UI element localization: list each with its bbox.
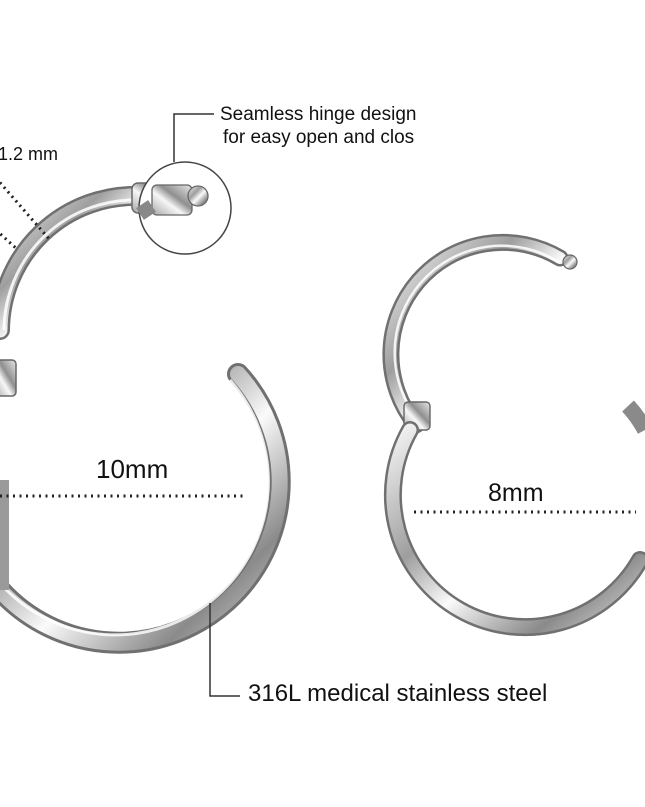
large-ring	[0, 182, 291, 654]
large-ring-lower-arc-shine	[0, 379, 270, 637]
large-diameter-label: 10mm	[96, 454, 169, 484]
thickness-dotted-line-2	[0, 231, 20, 252]
material-leader-line	[209, 603, 240, 697]
thickness-dotted-line-1	[0, 180, 52, 241]
large-ring-lower-arc-highlight	[0, 366, 288, 651]
hinge-callout	[136, 113, 232, 255]
hinge-zoom-cap	[151, 184, 193, 216]
small-ring-right-arc	[621, 400, 645, 434]
hinge-zoom-pin	[187, 185, 209, 207]
small-ring-upper-arc-highlight	[384, 236, 566, 431]
large-ring-side-hinge	[0, 359, 17, 397]
small-ring	[382, 233, 645, 637]
thickness-label: 1.2 mm	[0, 144, 59, 164]
small-ring-lower-arc-highlight	[386, 423, 645, 634]
large-ring-lower-arc	[0, 363, 291, 654]
small-diameter-label: 8mm	[488, 479, 544, 507]
small-ring-hinge-pin	[562, 254, 578, 270]
small-ring-upper-arc	[382, 233, 569, 434]
hinge-leader-line	[173, 113, 214, 162]
hinge-label-line-1: Seamless hinge design	[220, 104, 417, 125]
large-ring-upper-arc-highlight	[0, 188, 148, 338]
large-ring-upper-arc-shine	[2, 198, 141, 331]
thickness-callout	[0, 180, 52, 252]
hinge-zoom-ring-stub	[136, 200, 156, 220]
small-ring-upper-arc-shine	[393, 244, 561, 424]
hinge-label-line-2: for easy open and clos	[223, 127, 415, 148]
material-label: 316L medical stainless steel	[248, 680, 548, 707]
